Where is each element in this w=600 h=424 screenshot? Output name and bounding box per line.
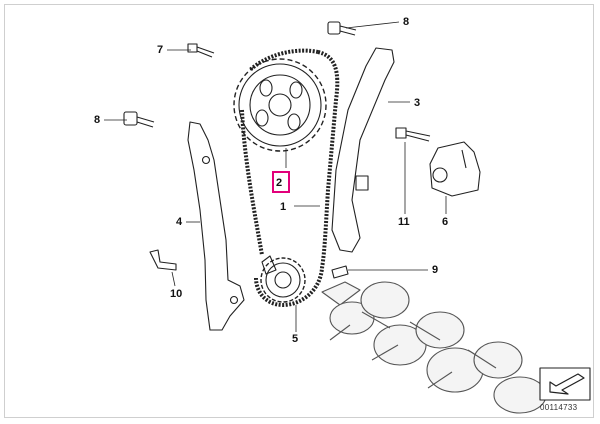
bolt-8-left [123, 111, 155, 128]
timing-chain [240, 48, 340, 307]
callout-1[interactable]: 1 [280, 201, 287, 213]
callout-2[interactable]: 2 [276, 177, 283, 189]
callout-3[interactable]: 3 [414, 97, 421, 109]
callout-10[interactable]: 10 [170, 288, 183, 300]
callout-8-left[interactable]: 8 [94, 114, 101, 126]
bolt-11 [395, 127, 431, 142]
callout-6[interactable]: 6 [442, 216, 449, 228]
callout-5[interactable]: 5 [292, 333, 299, 345]
diagram-frame [4, 4, 594, 418]
guide-rail [187, 121, 245, 331]
reference-number: 00114733 [540, 403, 578, 412]
engine-front-arrow-icon [539, 367, 591, 401]
woodruff-key-9 [331, 265, 349, 279]
bolt-7 [187, 43, 215, 58]
callout-9[interactable]: 9 [432, 264, 439, 276]
callout-8-upper[interactable]: 8 [403, 16, 410, 28]
callout-4[interactable]: 4 [176, 216, 183, 228]
camshaft-sprocket [233, 58, 327, 152]
pin-10 [149, 249, 177, 271]
crankshaft [321, 281, 547, 414]
leader-lines [104, 21, 447, 332]
highlight-box [272, 171, 290, 193]
callout-7[interactable]: 7 [157, 44, 164, 56]
callout-11[interactable]: 11 [398, 216, 410, 228]
tensioner-rail [331, 47, 395, 253]
bolt-8-upper [327, 21, 357, 36]
crankshaft-sprocket [260, 255, 306, 303]
chain-tensioner [429, 141, 481, 197]
